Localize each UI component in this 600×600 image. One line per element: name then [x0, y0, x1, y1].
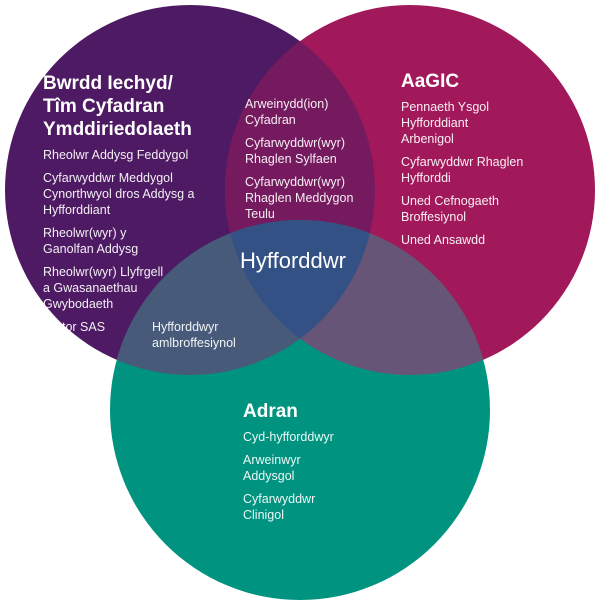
aagic-section: AaGIC Pennaeth Ysgol Hyfforddiant Arbeni… — [401, 70, 581, 255]
list-item: Pennaeth Ysgol Hyfforddiant Arbenigol — [401, 100, 490, 146]
board-aagic-overlap-section: Arweinydd(ion) Cyfadran Cyfarwyddwr(wyr)… — [245, 96, 385, 229]
list-item: Cyfarwyddwr(wyr) Rhaglen Meddygon Teulu — [245, 175, 354, 221]
list-item: Rheolwr(wyr) y Ganolfan Addysg — [43, 226, 139, 256]
list-item: Cyd-hyfforddwyr — [243, 430, 334, 444]
list-item: Hyfforddwyr amlbroffesiynol — [152, 320, 236, 350]
list-item: Cyfarwyddwr Clinigol — [243, 492, 316, 522]
overlap-aagic-department — [225, 220, 490, 375]
department-title: Adran — [243, 401, 298, 422]
department-section: Adran Cyd-hyfforddwyr Arweinwyr Addysgol… — [243, 400, 403, 530]
list-item: Rheolwr(wyr) Llyfrgell a Gwasanaethau Gw… — [43, 265, 164, 311]
list-item: Cyfarwyddwr Rhaglen Hyfforddi — [401, 155, 524, 185]
list-item: Uned Cefnogaeth Broffesiynol — [401, 194, 499, 224]
list-item: Uned Ansawdd — [401, 233, 486, 247]
list-item: Arweinydd(ion) Cyfadran — [245, 97, 329, 127]
list-item: Tiwtor SAS — [43, 320, 106, 334]
board-department-overlap-section: Hyfforddwyr amlbroffesiynol — [152, 319, 292, 358]
list-item: Cyfarwyddwr(wyr) Rhaglen Sylfaen — [245, 136, 345, 166]
aagic-title: AaGIC — [401, 71, 460, 92]
list-item: Rheolwr Addysg Feddygol — [43, 148, 189, 162]
list-item: Cyfarwyddwr Meddygol Cynorthwyol dros Ad… — [43, 171, 195, 217]
overlap-board-department — [110, 220, 375, 375]
health-board-section: Bwrdd Iechyd/ Tîm Cyfadran Ymddiriedolae… — [43, 72, 243, 342]
health-board-title: Bwrdd Iechyd/ Tîm Cyfadran Ymddiriedolae… — [43, 73, 192, 140]
list-item: Arweinwyr Addysgol — [243, 453, 301, 483]
center-label: Hyfforddwr — [240, 248, 346, 273]
